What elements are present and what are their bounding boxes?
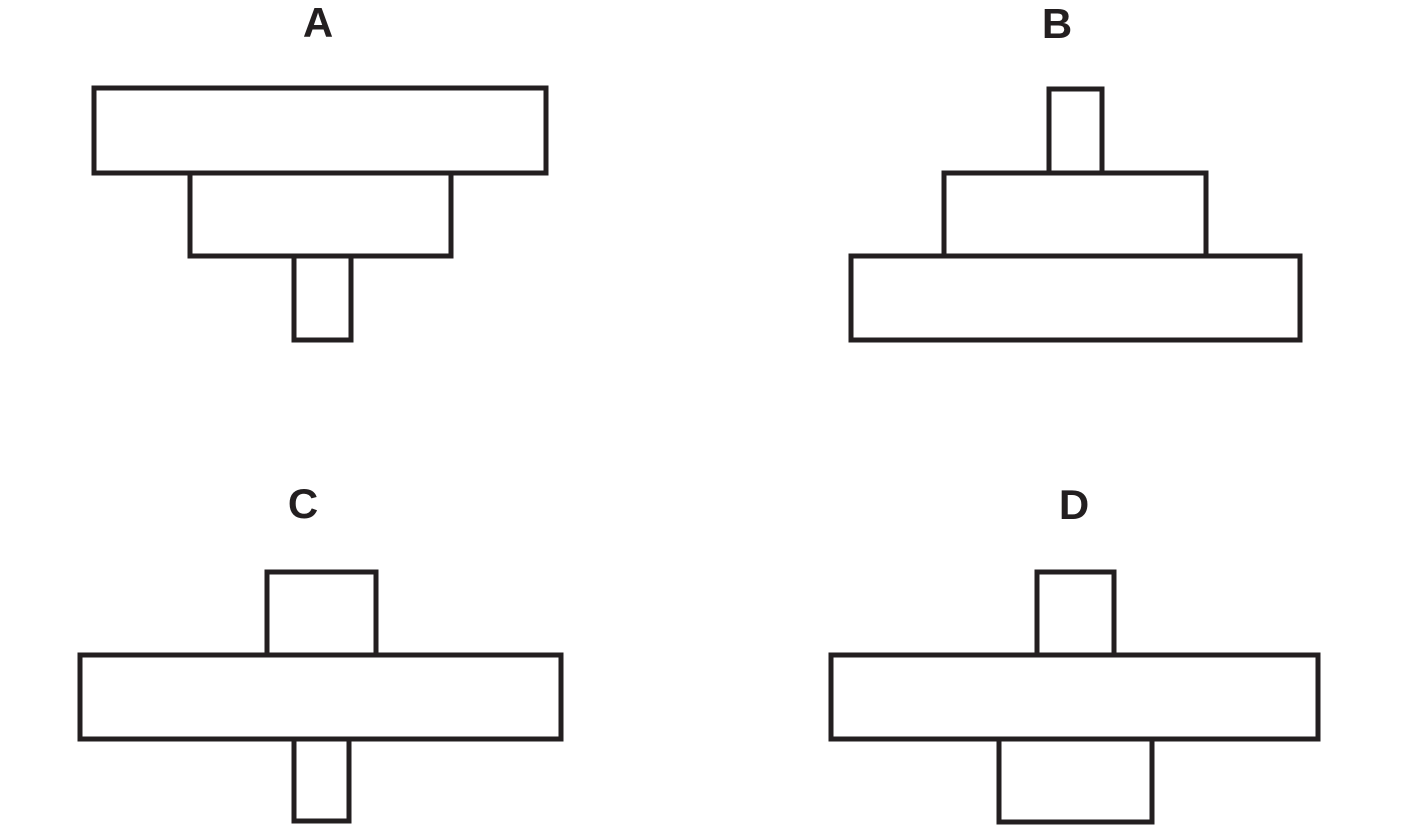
stack-label-c: C [288, 480, 318, 527]
stack-c: C [77, 480, 564, 824]
stack-d-middle-large-slab [828, 652, 1321, 742]
stack-d-bottom-medium-block [996, 736, 1155, 825]
stack-label-b: B [1042, 0, 1072, 47]
stack-a-middle-medium-slab [187, 170, 454, 259]
stack-c-middle-large-slab [77, 652, 564, 742]
stack-c-top-medium-block [264, 569, 379, 658]
stack-d-top-small-block [1034, 569, 1117, 658]
stack-a: A [91, 0, 549, 343]
stack-a-top-large-slab [91, 85, 549, 176]
stack-b-top-small-block [1046, 86, 1105, 176]
stack-c-bottom-small-block [291, 736, 352, 824]
stack-b: B [848, 0, 1303, 343]
stack-label-a: A [303, 0, 333, 46]
stack-b-bottom-large-slab [848, 253, 1303, 343]
stack-b-middle-medium-slab [941, 170, 1209, 259]
stack-d: D [828, 481, 1321, 825]
stack-label-d: D [1059, 481, 1089, 528]
stack-a-bottom-small-block [291, 253, 354, 343]
